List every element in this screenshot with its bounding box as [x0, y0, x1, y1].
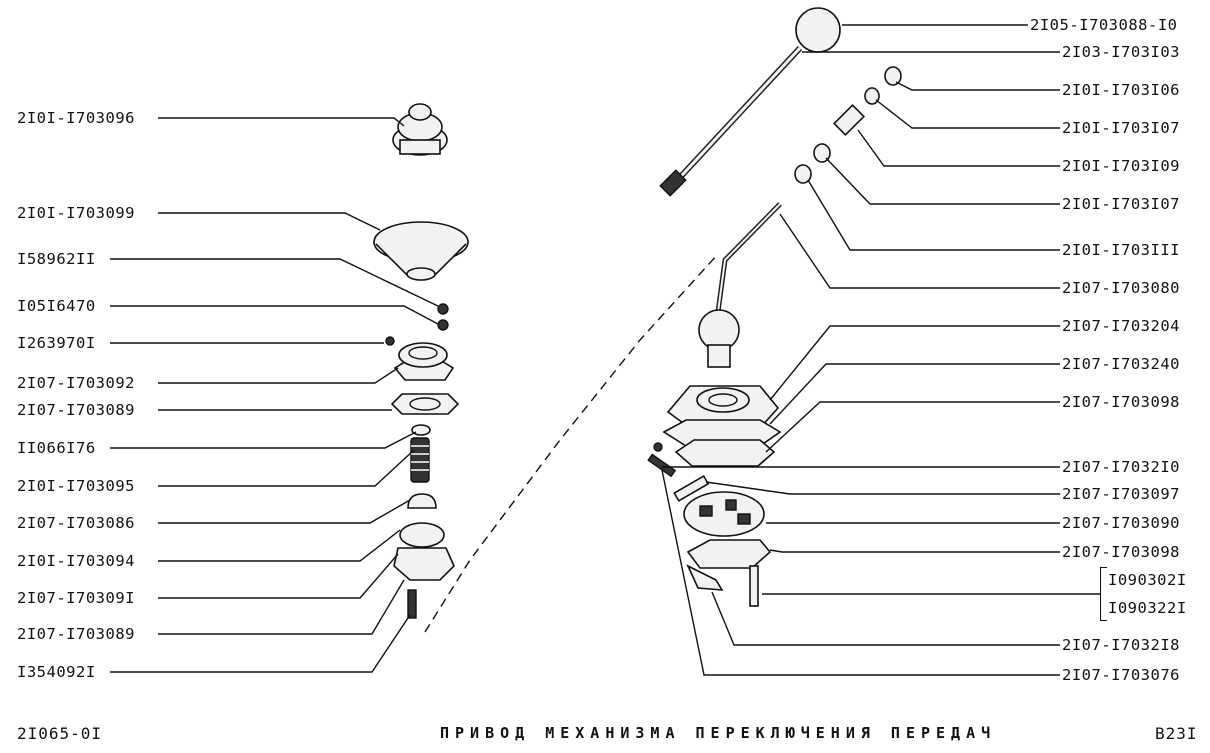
part-label: 2I07-I703240: [1062, 355, 1180, 373]
lever-end-part: [659, 169, 687, 197]
lever-ball-part: [698, 309, 740, 351]
part-label: 2I0I-I703095: [17, 477, 135, 495]
part-label: 2I0I-I703I09: [1062, 157, 1180, 175]
spring-pin-part: [647, 453, 677, 478]
part-label: 2I07-I703092: [17, 374, 135, 392]
part-label: 2I07-I703089: [17, 625, 135, 643]
washer-part: [437, 303, 449, 315]
lever-neck-part: [707, 344, 731, 368]
upper-flange-part: [393, 342, 455, 381]
washer-part: [653, 442, 663, 452]
drawing-title: ПРИВОД МЕХАНИЗМА ПЕРЕКЛЮЧЕНИЯ ПЕРЕДАЧ: [440, 724, 997, 742]
part-label: 2I07-I703076: [1062, 666, 1180, 684]
drawing-code: 2I065-0I: [17, 724, 103, 743]
part-label: 2I07-I703080: [1062, 279, 1180, 297]
bushing-part: [884, 66, 902, 86]
part-label: 2I0I-I703096: [17, 109, 135, 127]
gasket-part: [390, 393, 460, 415]
part-label: 2I0I-I703I07: [1062, 195, 1180, 213]
part-label: 2I0I-I703I06: [1062, 81, 1180, 99]
spring-part: [410, 437, 430, 483]
part-label: 2I07-I7032I0: [1062, 458, 1180, 476]
part-label: I58962II: [17, 250, 96, 268]
part-label: 2I05-I703088-I0: [1030, 16, 1178, 34]
stud-part: [407, 589, 417, 619]
leader-lines-left: [110, 117, 439, 673]
part-label: 2I0I-I703I07: [1062, 119, 1180, 137]
dish-boot-part: [373, 221, 469, 281]
part-label: I354092I: [17, 663, 96, 681]
pin-part: [673, 474, 710, 502]
nut-part: [385, 336, 395, 346]
part-label: I090322I: [1108, 599, 1187, 617]
part-label: 2I07-I703090: [1062, 514, 1180, 532]
bracket-part: [686, 564, 724, 591]
cup-part: [407, 493, 437, 509]
nut-part: [794, 164, 812, 184]
part-label: 2I07-I703204: [1062, 317, 1180, 335]
selector-plate-part: [683, 491, 765, 537]
part-label: 2I07-I703089: [17, 401, 135, 419]
part-label: 2I0I-I703III: [1062, 241, 1180, 259]
knob-part: [795, 7, 841, 53]
ring-part: [411, 424, 431, 436]
part-label: 2I03-I703I03: [1062, 43, 1180, 61]
bolt-part: [749, 565, 759, 607]
washer-part: [437, 319, 449, 331]
part-label: I05I6470: [17, 297, 96, 315]
part-label: 2I07-I703098: [1062, 393, 1180, 411]
part-label: I263970I: [17, 334, 96, 352]
gasket-part: [674, 439, 776, 467]
bushing-part: [864, 87, 880, 105]
base-plate-part: [686, 539, 772, 569]
part-label: II066I76: [17, 439, 96, 457]
lower-housing-part: [393, 522, 455, 581]
page-number: B23I: [1155, 724, 1198, 743]
part-label: 2I0I-I703094: [17, 552, 135, 570]
boot-cap-part: [392, 103, 448, 156]
part-label: 2I07-I70309I: [17, 589, 135, 607]
part-label: 2I07-I703097: [1062, 485, 1180, 503]
part-label: 2I07-I703086: [17, 514, 135, 532]
bushing-part: [813, 143, 831, 163]
part-label: 2I0I-I703099: [17, 204, 135, 222]
leader-lines-right: [661, 24, 1100, 676]
label-bracket: [1100, 567, 1107, 621]
sleeve-part: [833, 104, 865, 136]
part-label: I090302I: [1108, 571, 1187, 589]
part-label: 2I07-I7032I8: [1062, 636, 1180, 654]
part-label: 2I07-I703098: [1062, 543, 1180, 561]
